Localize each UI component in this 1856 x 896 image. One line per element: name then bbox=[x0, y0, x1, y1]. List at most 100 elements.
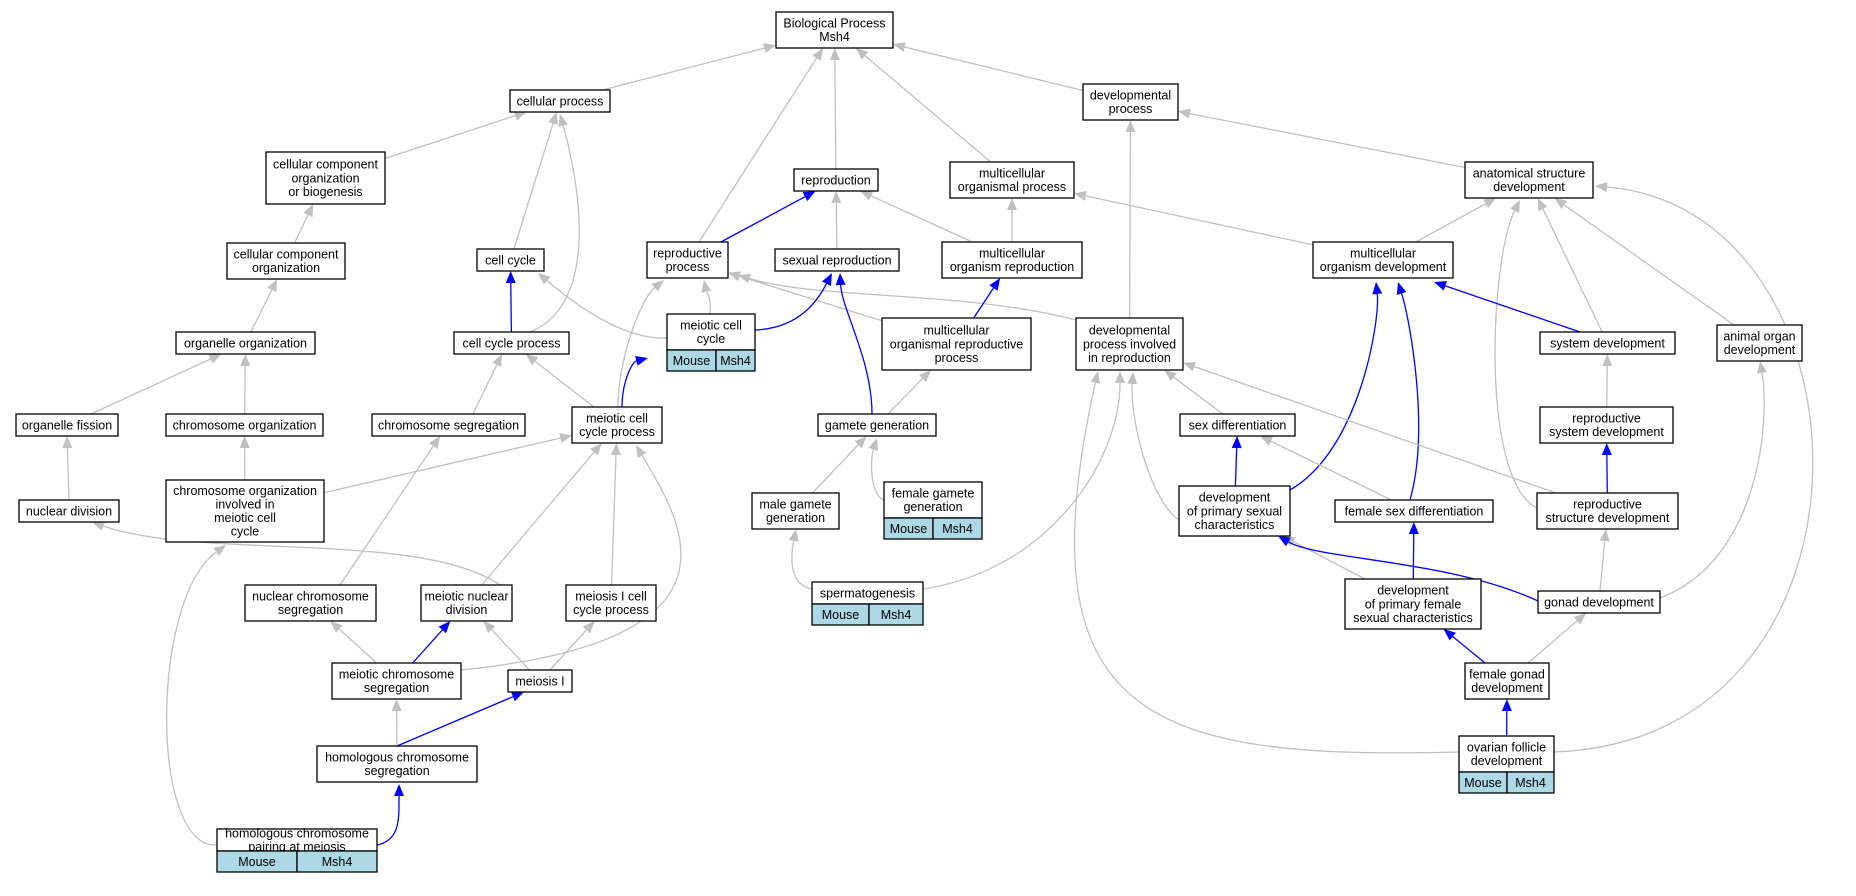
term-node-repro[interactable]: reproduction bbox=[793, 168, 879, 192]
term-node-gamgen[interactable]: gamete generation bbox=[817, 413, 937, 437]
edge-line bbox=[293, 214, 309, 244]
gene-label: Msh4 bbox=[720, 354, 751, 368]
arrowhead-icon bbox=[1602, 354, 1613, 367]
term-label: meiotic cell bbox=[214, 511, 276, 525]
edge-sysdev-to-multidev bbox=[1434, 281, 1581, 333]
term-label: Msh4 bbox=[819, 30, 850, 44]
term-node-orgorg[interactable]: organelle organization bbox=[175, 331, 316, 355]
edge-ccp-to-cellcycle bbox=[505, 271, 516, 333]
arrowhead-icon bbox=[208, 354, 222, 364]
term-node-ccp[interactable]: cell cycle process bbox=[453, 331, 570, 355]
term-node-chromorg[interactable]: chromosome organization bbox=[165, 413, 324, 437]
term-label: cellular process bbox=[517, 94, 604, 108]
term-label: organism reproduction bbox=[950, 260, 1074, 274]
edge-line bbox=[870, 449, 885, 501]
arrowhead-icon bbox=[1408, 522, 1419, 535]
term-box bbox=[244, 584, 377, 622]
arrowhead-icon bbox=[868, 438, 879, 451]
term-label: process bbox=[666, 260, 710, 274]
term-label: development bbox=[1471, 754, 1543, 768]
edge-line bbox=[1415, 203, 1486, 243]
edge-gamgen-to-morp bbox=[887, 370, 931, 415]
term-node-chromseg[interactable]: chromosome segregation bbox=[371, 413, 526, 437]
edge-multirepro-to-repro bbox=[860, 191, 973, 243]
arrowhead-icon bbox=[582, 621, 595, 634]
edge-line bbox=[834, 59, 837, 170]
arrowhead-icon bbox=[1599, 529, 1610, 542]
term-label: reproductive bbox=[1572, 412, 1641, 426]
edge-line bbox=[1194, 366, 1557, 494]
edge-line bbox=[739, 275, 883, 322]
term-node-sexrepro[interactable]: sexual reproduction bbox=[774, 248, 900, 272]
edge-line bbox=[835, 202, 838, 250]
term-box bbox=[949, 161, 1075, 199]
term-box bbox=[565, 584, 657, 622]
term-label: organismal process bbox=[958, 180, 1066, 194]
term-box bbox=[793, 168, 879, 192]
gene-cell bbox=[1506, 771, 1555, 794]
arrowhead-icon bbox=[989, 278, 1001, 291]
term-node-orgfis[interactable]: organelle fission bbox=[15, 413, 119, 437]
term-label: reproductive bbox=[1573, 498, 1642, 512]
edge-sexdiff-to-dpir bbox=[1164, 370, 1224, 415]
term-node-meiosis1[interactable]: meiosis I bbox=[507, 669, 573, 693]
edge-line bbox=[1173, 376, 1224, 415]
term-label: cell cycle bbox=[485, 253, 536, 267]
term-node-fsd[interactable]: female sex differentiation bbox=[1334, 499, 1494, 523]
edge-line bbox=[1128, 131, 1132, 319]
term-label: cycle bbox=[231, 525, 260, 539]
arrowhead-icon bbox=[62, 436, 73, 449]
term-box bbox=[476, 248, 545, 272]
term-label: segregation bbox=[364, 681, 429, 695]
edge-mcc-to-sexrepro bbox=[754, 273, 832, 331]
arrowhead-icon bbox=[1007, 198, 1017, 210]
term-node-nucdiv[interactable]: nuclear division bbox=[18, 499, 120, 523]
term-node-gonad[interactable]: gonad development bbox=[1537, 590, 1661, 614]
term-label: male gamete bbox=[759, 498, 831, 512]
arrowhead-icon bbox=[835, 273, 846, 286]
arrowhead-icon bbox=[1573, 613, 1587, 625]
term-label: nuclear division bbox=[26, 504, 112, 518]
edge-ovfol-to-fgd bbox=[1501, 699, 1512, 737]
term-node-sexdiff[interactable]: sex differentiation bbox=[1179, 413, 1296, 437]
edge-line bbox=[549, 629, 588, 671]
edge-m1ccp-to-mccp bbox=[610, 443, 621, 586]
edge-mnd-to-nucdiv bbox=[92, 521, 501, 586]
term-node-cellproc[interactable]: cellular process bbox=[509, 89, 611, 113]
term-node-cellcycle[interactable]: cell cycle bbox=[476, 248, 545, 272]
edge-line bbox=[534, 360, 595, 408]
term-node-sysdev[interactable]: system development bbox=[1539, 331, 1676, 355]
arrowhead-icon bbox=[610, 443, 621, 456]
edge-mccp-to-ccp bbox=[525, 354, 595, 408]
